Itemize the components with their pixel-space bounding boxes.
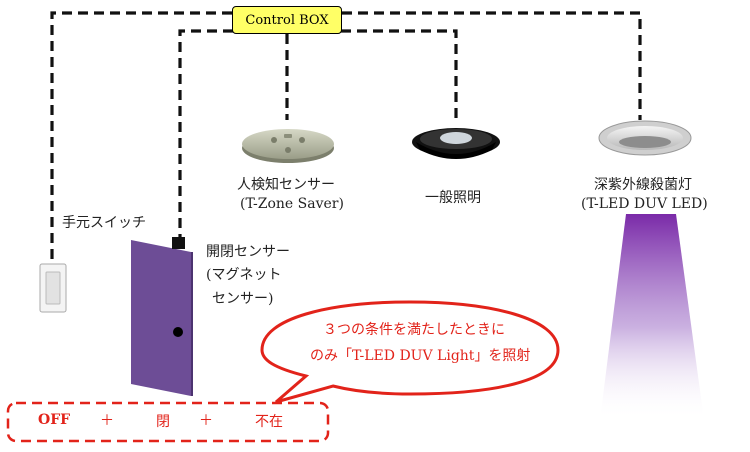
wire-duv xyxy=(342,11,642,120)
condition-off: OFF xyxy=(38,412,71,428)
control-box-label: Control BOX xyxy=(245,12,329,28)
door-sensor-label-3: センサー) xyxy=(212,291,274,307)
control-box: Control BOX xyxy=(232,6,342,34)
downlight-icon xyxy=(412,128,500,159)
conditions-box xyxy=(6,401,330,443)
callout-bubble xyxy=(260,300,560,404)
callout-text-1: ３つの条件を満たしたときに xyxy=(323,322,505,338)
motion-sensor-icon xyxy=(242,129,334,163)
duv-light-label-1: 深紫外線殺菌灯 xyxy=(594,177,692,193)
wall-switch-icon xyxy=(39,263,67,313)
motion-sensor-label-1: 人検知センサー xyxy=(237,177,335,193)
duv-light-label-2: (T-LED DUV LED) xyxy=(581,196,708,212)
duv-light-icon xyxy=(598,120,692,156)
door-icon xyxy=(131,237,193,396)
manual-switch-label: 手元スイッチ xyxy=(62,215,146,231)
door-knob-icon xyxy=(173,327,183,337)
general-light-label: 一般照明 xyxy=(425,190,481,206)
condition-plus-1: ＋ xyxy=(100,413,114,429)
condition-closed: 閉 xyxy=(156,414,170,430)
condition-absent: 不在 xyxy=(255,414,283,430)
door-sensor-label-2: (マグネット xyxy=(206,267,282,283)
motion-sensor-label-2: (T-Zone Saver) xyxy=(240,196,344,212)
callout-text-2: のみ「T-LED DUV Light」を照射 xyxy=(310,348,531,364)
wire-light xyxy=(310,29,458,120)
condition-plus-2: ＋ xyxy=(199,413,213,429)
magnet-sensor-icon xyxy=(172,237,185,249)
uv-beam xyxy=(600,214,704,420)
door-sensor-label-1: 開閉センサー xyxy=(206,244,290,260)
wire-switch xyxy=(50,11,232,262)
